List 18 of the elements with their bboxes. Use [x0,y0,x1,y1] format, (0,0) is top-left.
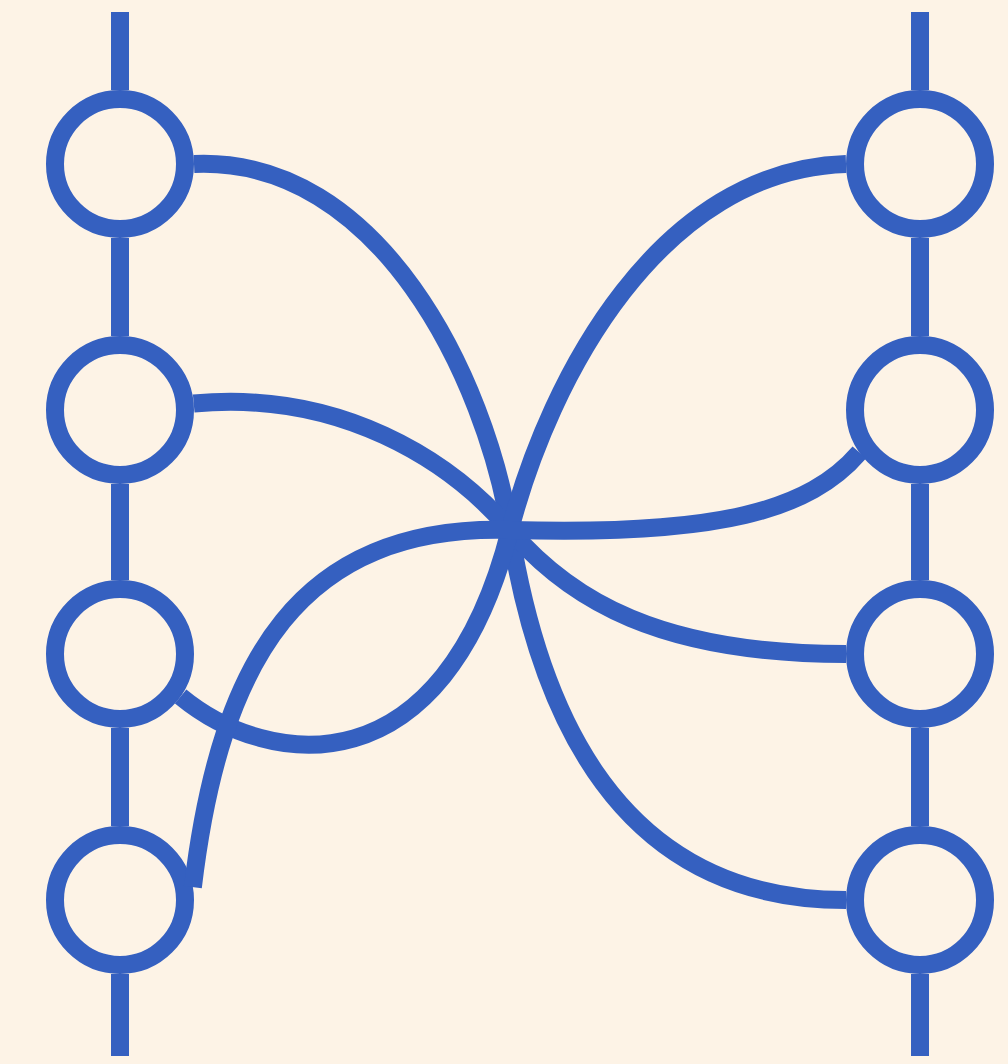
line [111,238,129,336]
line [911,728,929,826]
curved-line [183,446,866,889]
circle-node [846,580,994,728]
circle-node [846,336,994,484]
line [111,728,129,826]
line [911,238,929,336]
line [111,484,129,580]
circle-node [846,826,994,974]
curved-line [193,155,847,909]
curved-line [175,155,848,753]
line [911,484,929,580]
circle-node [46,580,194,728]
curved-line [193,392,847,663]
circle-node [46,90,194,238]
circle-node [846,90,994,238]
circle-node [46,336,194,484]
circle-node [46,826,194,974]
